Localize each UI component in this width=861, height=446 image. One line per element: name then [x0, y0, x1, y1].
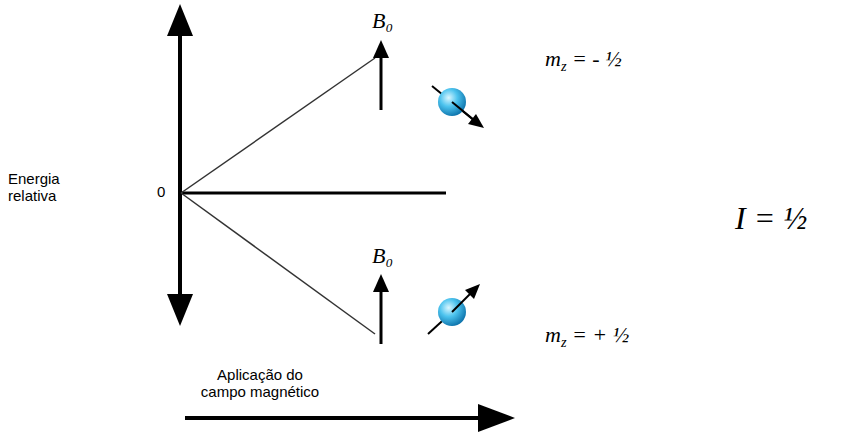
field-arrow	[373, 40, 389, 110]
field-label: B₀	[372, 8, 393, 33]
axis-label: Aplicação do campo magnético	[198, 366, 322, 401]
zero-label: 0	[157, 183, 165, 200]
upper-level-line	[181, 58, 375, 193]
energy-axis	[167, 4, 193, 326]
spin-state-label: mz = - ½	[545, 46, 622, 74]
spin-state-label: mz = + ½	[545, 322, 629, 350]
lower-level-line	[181, 193, 375, 334]
spin-up-symbol	[428, 284, 480, 334]
spin-quantum-label: I = ½	[735, 200, 807, 237]
field-label: B₀	[372, 243, 393, 268]
field-application-arrow	[185, 404, 515, 432]
spin-down-symbol	[432, 86, 484, 128]
axis-label: Energia relativa	[8, 170, 100, 205]
zero-level-line	[180, 192, 446, 195]
field-arrow	[373, 274, 389, 344]
